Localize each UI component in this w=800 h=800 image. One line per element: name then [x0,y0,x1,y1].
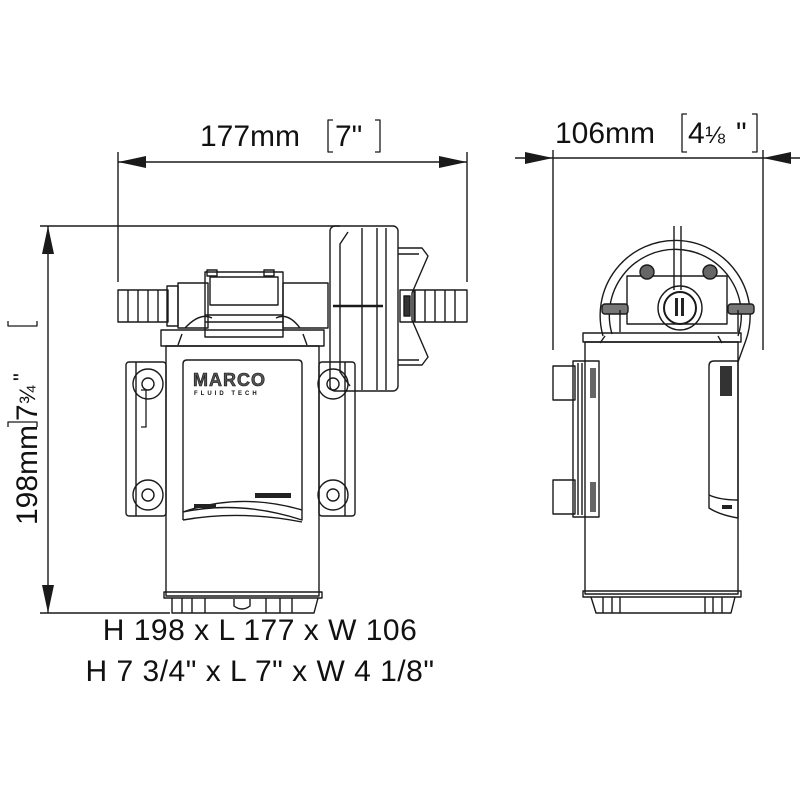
length-mm-label: 177mm [200,120,300,153]
brand-logo: MARCO [193,370,266,390]
height-inch-whole: 7 [11,404,44,421]
height-dimension: 198mm 7 ¾ " [7,225,340,614]
arrow-down-icon [42,585,54,613]
length-dimension: 177mm 7" [117,119,468,282]
length-inch-label: 7" [335,120,362,153]
side-view [552,226,755,614]
width-dimension: 106mm 4 ⅛ " [515,113,800,350]
height-mm-label: 198mm [11,425,44,525]
mount-hole [317,368,349,400]
arrow-left-icon [118,156,146,168]
width-inch-fraction: ⅛ [705,122,726,149]
flange-circle [599,226,755,341]
arrow-up-icon [42,226,54,254]
inlet-hose-barb [117,285,179,327]
height-inch-fraction: ¾ [15,385,40,404]
arrow-in-right-icon [763,152,791,164]
mount-hole [132,368,164,400]
arrow-in-left-icon [525,152,553,164]
front-view: MARCO FLUID TECH [117,225,468,614]
mount-hole [317,479,349,511]
height-inch-mark: " [9,373,34,381]
width-inch-whole: 4 [688,117,705,150]
side-motor-body [584,341,739,595]
arrow-right-icon [439,156,467,168]
outlet-hose-barb [414,289,468,323]
summary-imperial: H 7 3/4" x L 7" x W 4 1/8" [85,655,435,688]
summary-metric: H 198 x L 177 x W 106 [102,614,418,647]
width-inch-mark: " [736,117,747,150]
motor-body: MARCO FLUID TECH [125,345,356,614]
mount-hole [132,479,164,511]
width-mm-label: 106mm [555,117,655,150]
brand-sublabel: FLUID TECH [194,391,260,397]
